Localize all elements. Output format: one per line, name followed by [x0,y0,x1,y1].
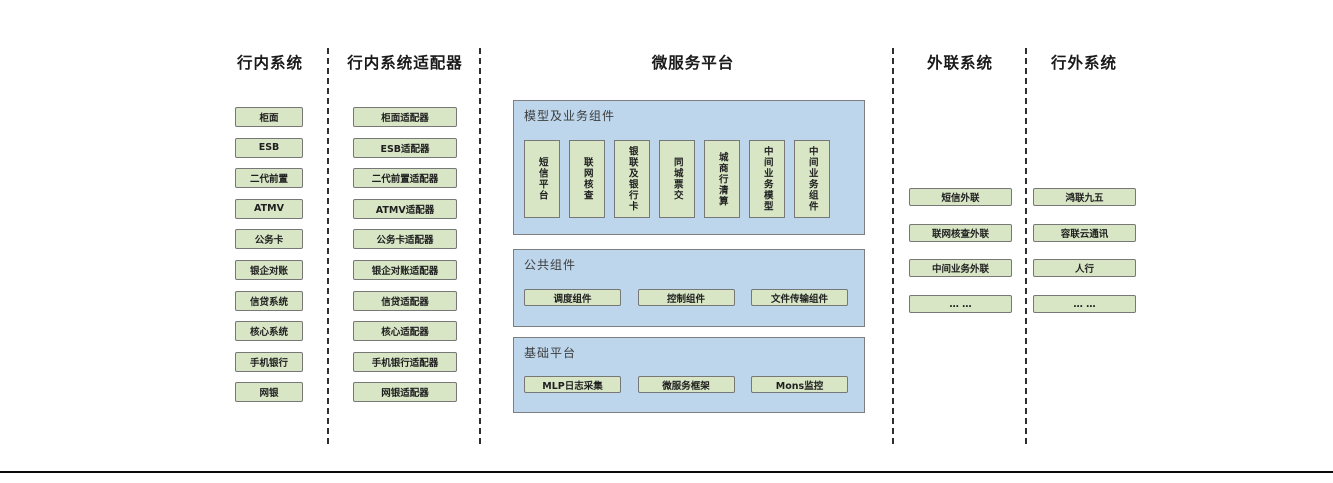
model-component-box: 同城票交 [659,140,695,218]
outside-system-box-ellipsis: … … [1033,295,1136,314]
internal-system-box: 柜面 [235,107,303,127]
section-label: 基础平台 [524,346,577,360]
model-component-label: 中间业务模型 [761,146,773,212]
adapter-box: 手机银行适配器 [353,351,457,372]
section-base-platform: 基础平台 MLP日志采集 微服务框架 Mons监控 [513,337,865,413]
section-label: 模型及业务组件 [524,109,616,123]
model-component-label: 银联及银行卡 [626,146,638,212]
common-component-box: 文件传输组件 [751,289,848,306]
model-component-box: 短信平台 [524,140,560,218]
model-components-row: 短信平台 联网核查 银联及银行卡 同城票交 城商行清算 中间业务模型 中间业务组… [524,140,830,218]
base-platform-box: MLP日志采集 [524,376,621,393]
common-component-box: 控制组件 [637,289,735,306]
model-component-label: 短信平台 [536,157,548,201]
model-component-box: 中间业务组件 [794,140,830,218]
external-link-box: 短信外联 [909,188,1012,206]
bottom-baseline [0,471,1333,473]
adapter-box: ESB适配器 [353,137,457,158]
column-title-internal-adapters: 行内系统适配器 [347,54,463,72]
base-platform-row: MLP日志采集 微服务框架 Mons监控 [524,376,848,393]
adapter-box: 公务卡适配器 [353,229,457,250]
model-component-box: 银联及银行卡 [614,140,650,218]
outside-system-box: 人行 [1033,259,1136,278]
outside-systems-column: 鸿联九五 容联云通讯 人行 … … [1033,188,1136,314]
internal-system-box: ATMV [235,198,303,219]
model-component-label: 中间业务组件 [806,146,818,212]
dashed-separator-2 [479,48,481,445]
internal-system-box: 信贷系统 [235,290,303,311]
internal-systems-column: 柜面 ESB 二代前置 ATMV 公务卡 银企对账 信贷系统 核心系统 手机银行… [235,107,303,403]
adapter-box: 核心适配器 [353,321,457,342]
column-title-microservice-platform: 微服务平台 [651,54,735,72]
internal-system-box: 公务卡 [235,229,303,250]
internal-system-box: 银企对账 [235,259,303,280]
adapter-box: 银企对账适配器 [353,259,457,280]
dashed-separator-4 [1025,48,1027,445]
section-label: 公共组件 [524,258,577,272]
base-platform-box: 微服务框架 [637,376,735,393]
internal-system-box: ESB [235,137,303,158]
section-common-components: 公共组件 调度组件 控制组件 文件传输组件 [513,249,865,327]
external-link-column: 短信外联 联网核查外联 中间业务外联 … … [909,188,1012,314]
adapters-column: 柜面适配器 ESB适配器 二代前置适配器 ATMV适配器 公务卡适配器 银企对账… [353,107,457,403]
dashed-separator-1 [327,48,329,445]
model-component-label: 城商行清算 [716,151,728,207]
column-title-external-link-systems: 外联系统 [926,54,993,72]
adapter-box: ATMV适配器 [353,198,457,219]
model-component-label: 同城票交 [671,157,683,201]
internal-system-box: 核心系统 [235,321,303,342]
outside-system-box: 容联云通讯 [1033,223,1136,242]
column-title-internal-systems: 行内系统 [236,54,303,72]
adapter-box: 柜面适配器 [353,107,457,127]
model-component-label: 联网核查 [581,157,593,201]
column-title-outside-systems: 行外系统 [1050,54,1117,72]
external-link-box: 联网核查外联 [909,223,1012,242]
adapter-box: 二代前置适配器 [353,168,457,189]
model-component-box: 联网核查 [569,140,605,218]
internal-system-box: 网银 [235,382,303,403]
adapter-box: 网银适配器 [353,382,457,403]
model-component-box: 城商行清算 [704,140,740,218]
common-component-box: 调度组件 [524,289,621,306]
dashed-separator-3 [892,48,894,445]
section-model-business-components: 模型及业务组件 短信平台 联网核查 银联及银行卡 同城票交 城商行清算 中间业务… [513,100,865,235]
model-component-box: 中间业务模型 [749,140,785,218]
internal-system-box: 二代前置 [235,168,303,189]
adapter-box: 信贷适配器 [353,290,457,311]
base-platform-box: Mons监控 [751,376,848,393]
external-link-box-ellipsis: … … [909,295,1012,314]
internal-system-box: 手机银行 [235,351,303,372]
external-link-box: 中间业务外联 [909,259,1012,278]
outside-system-box: 鸿联九五 [1033,188,1136,206]
common-components-row: 调度组件 控制组件 文件传输组件 [524,289,848,306]
